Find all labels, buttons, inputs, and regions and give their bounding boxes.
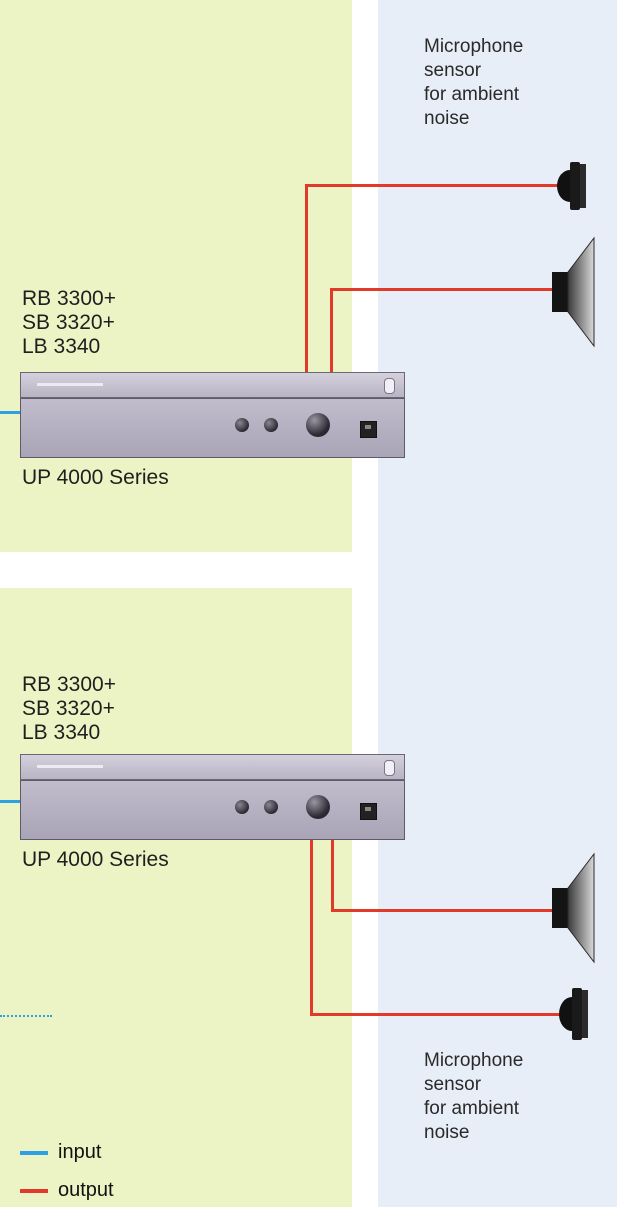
knob-icon	[264, 418, 278, 432]
top-mic-label-2: sensor	[424, 60, 482, 81]
speaker-icon	[552, 852, 595, 964]
amp-slot	[37, 765, 103, 768]
top-model-1: RB 3300+	[22, 287, 116, 310]
top-input-wire	[0, 411, 22, 414]
top-amplifier	[20, 372, 405, 458]
top-output-wire-speaker-v	[330, 288, 333, 372]
bottom-output-wire-mic-v	[310, 840, 313, 1015]
power-switch-icon	[360, 803, 377, 820]
amp-front-panel	[20, 780, 405, 840]
legend-output-swatch	[20, 1189, 48, 1193]
knob-icon	[235, 418, 249, 432]
bottom-mic-label-2: sensor	[424, 1074, 482, 1095]
top-output-wire-mic-h	[305, 184, 561, 187]
top-output-wire-speaker-h	[330, 288, 556, 291]
bottom-output-wire-mic-h	[310, 1013, 562, 1016]
bottom-series-label: UP 4000 Series	[22, 848, 169, 871]
amp-top-panel	[20, 372, 405, 398]
top-mic-label-3: for ambient	[424, 84, 520, 105]
top-model-2: SB 3320+	[22, 311, 115, 334]
selector-icon	[384, 378, 395, 394]
legend-output-label: output	[58, 1179, 114, 1201]
bottom-mic-label-4: noise	[424, 1122, 470, 1143]
power-switch-icon	[360, 421, 377, 438]
microphone-icon	[557, 162, 586, 210]
top-mic-label-4: noise	[424, 108, 470, 129]
bottom-input-wire-dotted	[0, 1015, 52, 1017]
bottom-model-2: SB 3320+	[22, 697, 115, 720]
knob-icon	[306, 413, 330, 437]
zone-top-green	[0, 0, 352, 552]
bottom-mic-label-3: for ambient	[424, 1098, 520, 1119]
top-mic-label-1: Microphone	[424, 36, 524, 57]
legend-input-label: input	[58, 1141, 102, 1163]
top-output-wire-mic-v	[305, 184, 308, 372]
speaker-icon	[552, 236, 595, 348]
bottom-input-wire	[0, 800, 22, 803]
bottom-output-wire-speaker-v	[331, 840, 334, 912]
legend-input-swatch	[20, 1151, 48, 1155]
amp-top-panel	[20, 754, 405, 780]
knob-icon	[306, 795, 330, 819]
microphone-icon	[559, 988, 588, 1040]
amp-slot	[37, 383, 103, 386]
bottom-output-wire-speaker-h	[331, 909, 557, 912]
bottom-model-3: LB 3340	[22, 721, 101, 744]
bottom-amplifier	[20, 754, 405, 840]
knob-icon	[264, 800, 278, 814]
amp-front-panel	[20, 398, 405, 458]
top-model-3: LB 3340	[22, 335, 101, 358]
bottom-model-1: RB 3300+	[22, 673, 116, 696]
zone-bottom-green	[0, 588, 352, 1207]
knob-icon	[235, 800, 249, 814]
selector-icon	[384, 760, 395, 776]
top-series-label: UP 4000 Series	[22, 466, 169, 489]
bottom-mic-label-1: Microphone	[424, 1050, 524, 1071]
